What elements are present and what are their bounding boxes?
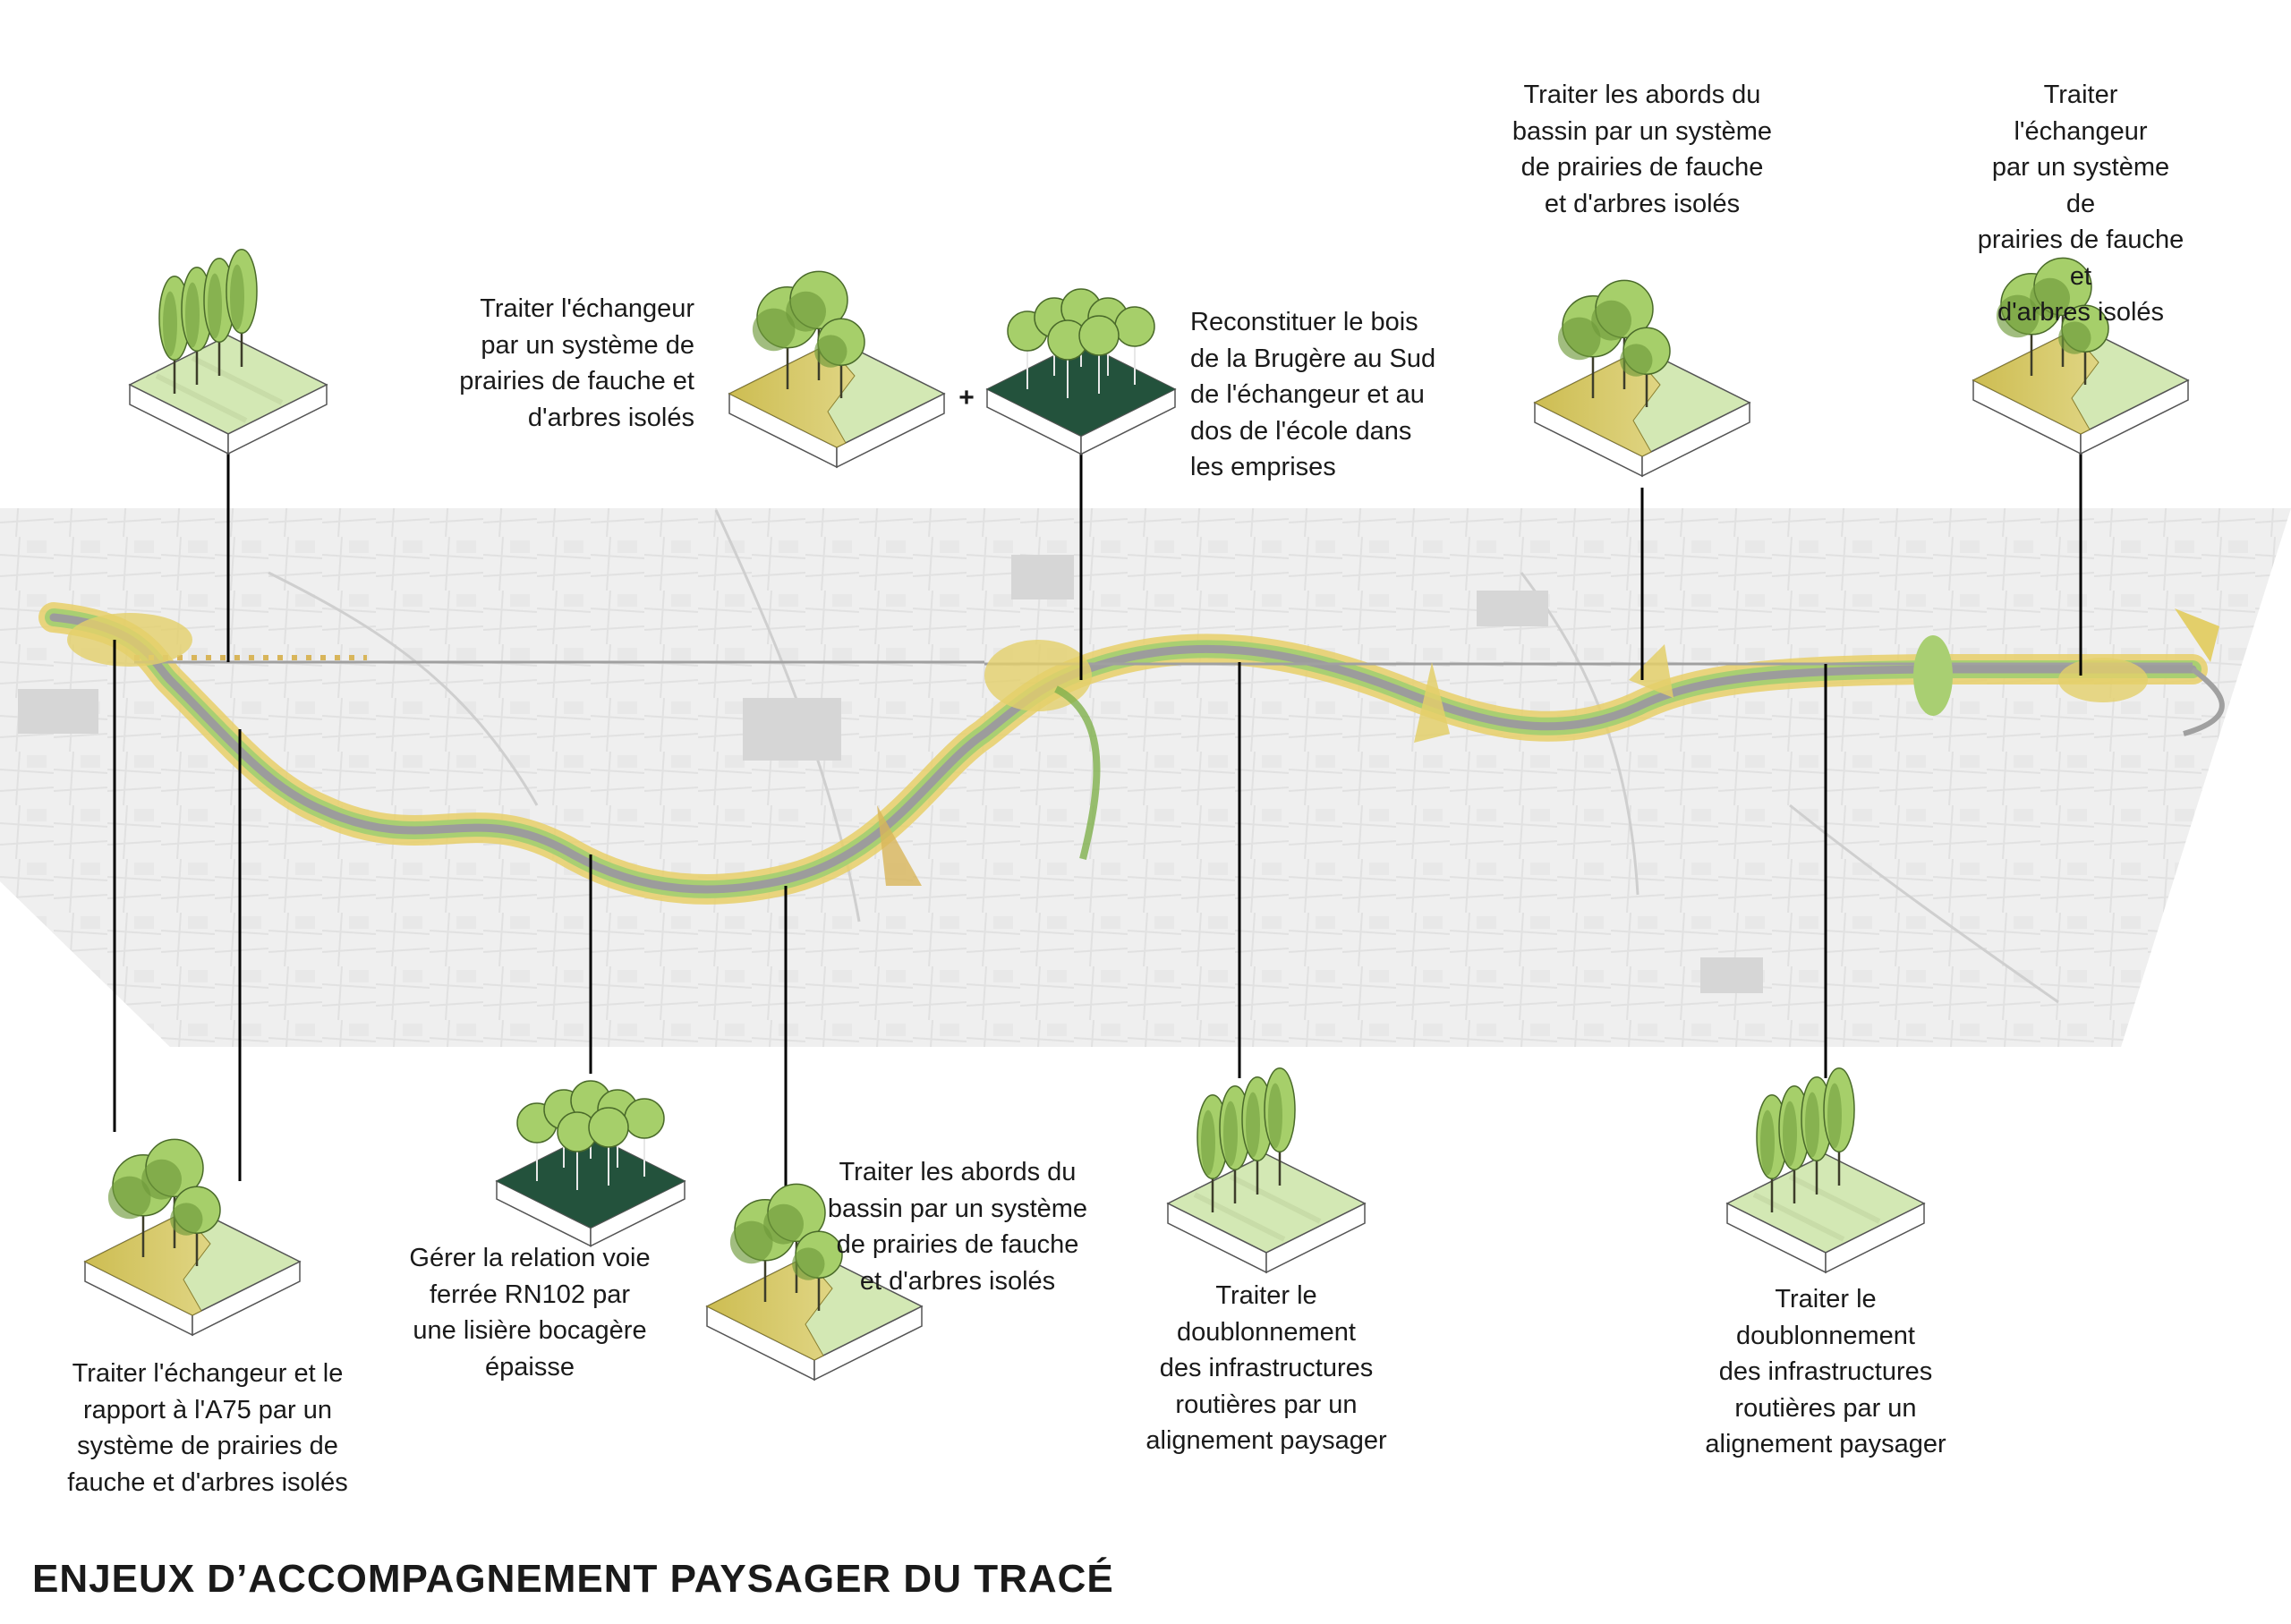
label-interchange-east: Traiter l'échangeur par un système de pr…	[1977, 81, 2185, 327]
label-bois-brugere: Reconstituer le bois de la Brugère au Su…	[1190, 308, 1436, 481]
icon-meadow-basin-north	[1533, 279, 1751, 478]
label-railway-hedge: Gérer la relation voie ferrée RN102 par …	[409, 1244, 651, 1382]
label-basin-south: Traiter les abords du bassin par un syst…	[827, 1158, 1088, 1296]
icon-meadow-interchange-west	[728, 270, 946, 469]
page-title: ENJEUX D’ACCOMPAGNEMENT PAYSAGER DU TRAC…	[32, 1557, 1114, 1601]
leader-lines	[113, 438, 2082, 1190]
icon-poplar-alignment-east	[1725, 1067, 1926, 1274]
icon-poplar-alignment-west	[128, 248, 328, 455]
road-alignment	[38, 602, 2225, 905]
label-interchange-west-meadow: Traiter l'échangeur par un système de pr…	[459, 294, 694, 432]
icon-meadow-interchange-east	[1972, 257, 2190, 455]
icon-poplar-alignment-center	[1166, 1067, 1367, 1274]
aerial-map-band	[0, 508, 2291, 1047]
label-interchange-a75: Traiter l'échangeur et le rapport à l'A7…	[67, 1359, 348, 1497]
icon-hedgerow-railway	[495, 1080, 686, 1247]
icon-meadow-interchange-a75	[83, 1138, 302, 1337]
label-doubling-east: Traiter le doublonnement des infrastruct…	[1705, 1285, 1946, 1458]
icon-dense-woodland-brugere	[985, 288, 1177, 455]
icon-meadow-basin-south	[705, 1183, 924, 1382]
icon-blocks	[83, 248, 2190, 1382]
plus-sign: +	[958, 383, 975, 412]
label-basin-north: Traiter les abords du bassin par un syst…	[1512, 81, 1773, 218]
label-doubling-center: Traiter le doublonnement des infrastruct…	[1146, 1281, 1387, 1455]
